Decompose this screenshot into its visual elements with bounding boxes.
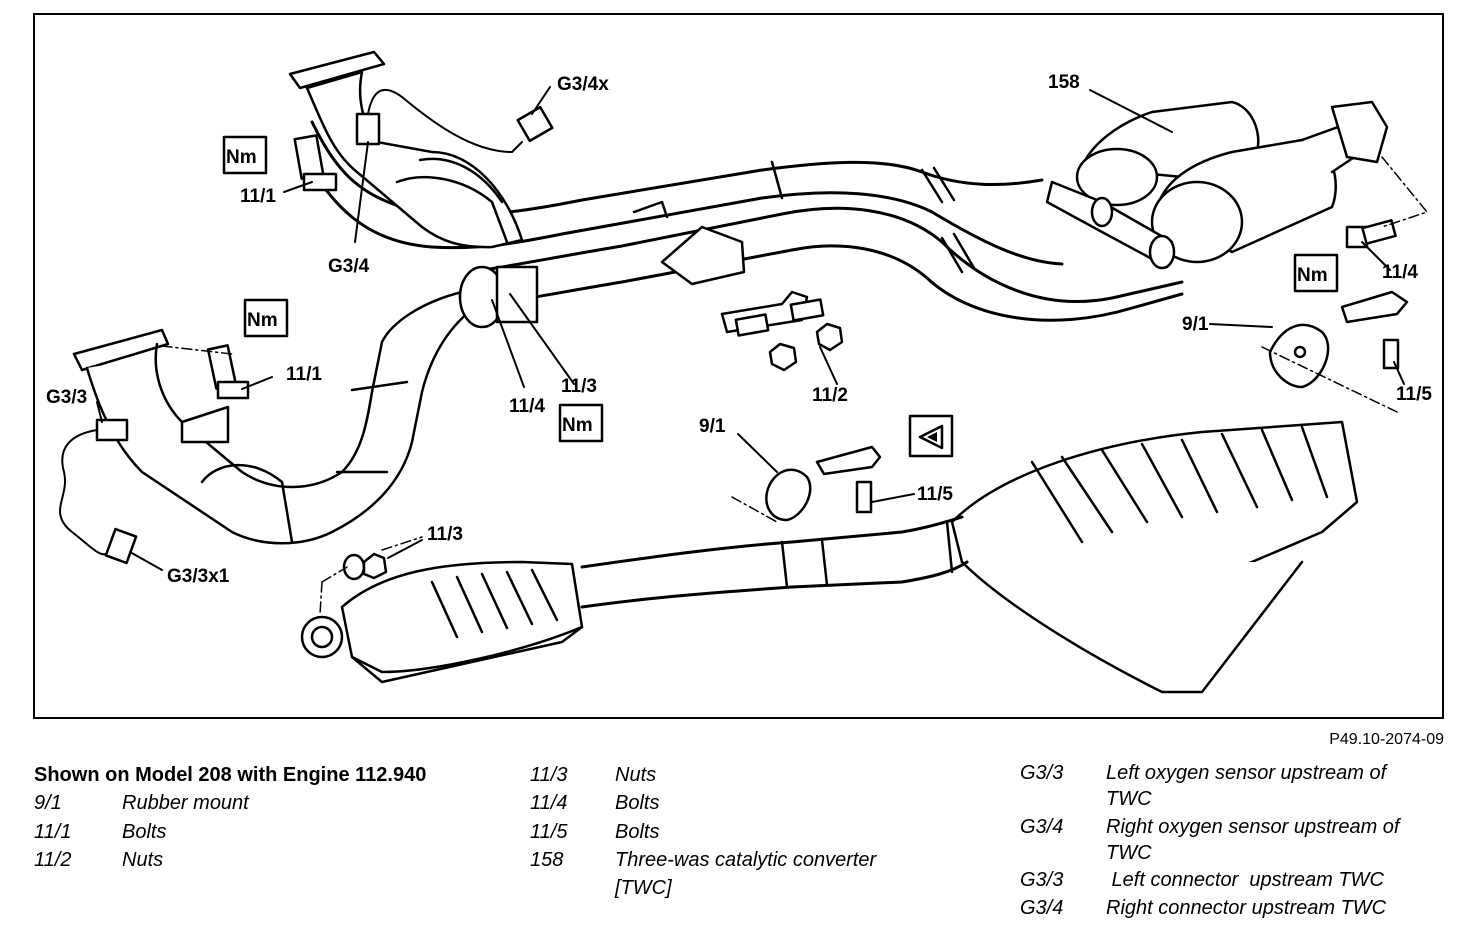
legend-code: 9/1	[34, 792, 62, 814]
callout-11-1-left: 11/1	[286, 364, 322, 385]
callout-g3-4x: G3/4x	[557, 74, 609, 95]
torque-boxes	[222, 135, 1339, 443]
nm-label-4: Nm	[1297, 265, 1328, 286]
legend-desc: Right oxygen sensor upstream of	[1106, 816, 1400, 838]
legend-desc: Bolts	[615, 792, 660, 814]
right-exhaust-pipe	[305, 120, 1184, 322]
left-oxygen-sensor	[59, 344, 250, 565]
legend-code: G3/4	[1020, 897, 1064, 919]
legend-desc-cont: [TWC]	[615, 877, 672, 899]
right-oxygen-sensor	[293, 88, 554, 192]
callout-11-5-right: 11/5	[1396, 384, 1432, 405]
legend-code: 11/5	[530, 821, 568, 843]
callout-g3-4: G3/4	[328, 256, 370, 277]
legend-desc: Left oxygen sensor upstream of	[1106, 762, 1387, 784]
callout-158: 158	[1048, 72, 1080, 93]
legend-desc: Rubber mount	[122, 792, 249, 814]
legend-code: 11/2	[34, 849, 72, 871]
callout-11-1-top: 11/1	[240, 186, 276, 207]
right-downpipe	[288, 50, 524, 249]
legend-desc: Bolts	[615, 821, 660, 843]
left-downpipe	[72, 265, 539, 545]
callout-g3-3: G3/3	[46, 387, 87, 408]
diagram-frame: G3/4x 158 Nm 11/1 G3/4 Nm 11/1 G3/3 G3/3…	[33, 13, 1444, 719]
callout-9-1-right: 9/1	[1182, 314, 1209, 335]
legend-title: Shown on Model 208 with Engine 112.940	[34, 764, 427, 786]
rubber-mount-left	[765, 445, 882, 522]
legend-code: 11/1	[34, 821, 72, 843]
nm-label-1: Nm	[226, 147, 257, 168]
legend-desc: Three-was catalytic converter	[615, 849, 877, 871]
legend-desc-cont: TWC	[1106, 788, 1152, 810]
exhaust-diagram: G3/4x 158 Nm 11/1 G3/4 Nm 11/1 G3/3 G3/3…	[46, 50, 1432, 694]
front-muffler	[300, 552, 584, 684]
legend-desc: Right connector upstream TWC	[1106, 897, 1387, 919]
legend-desc: Nuts	[122, 849, 164, 871]
callout-11-4-center: 11/4	[509, 396, 545, 417]
legend-code: G3/3	[1020, 869, 1064, 891]
callout-11-4-right: 11/4	[1382, 262, 1418, 283]
note-triangle-icon	[908, 414, 954, 458]
legend-desc: Left connector upstream TWC	[1106, 869, 1384, 891]
legend-code: G3/4	[1020, 816, 1064, 838]
callout-9-1-center: 9/1	[699, 416, 726, 437]
leader-lines	[96, 86, 1405, 571]
callout-11-5-center: 11/5	[917, 484, 953, 505]
legend-desc-cont: TWC	[1106, 842, 1152, 864]
legend-desc: Bolts	[122, 821, 167, 843]
legend-code: 158	[530, 849, 564, 871]
legend-code: G3/3	[1020, 762, 1064, 784]
callout-11-3-bottom: 11/3	[427, 524, 463, 545]
nm-label-2: Nm	[247, 310, 278, 331]
alignment-lines	[161, 156, 1428, 615]
bracket-and-nuts	[632, 200, 844, 372]
rubber-mount-right	[1268, 219, 1409, 389]
nm-label-3: Nm	[562, 415, 593, 436]
legend-code: 11/3	[530, 764, 568, 786]
callout-11-2: 11/2	[812, 385, 848, 406]
rear-muffler	[580, 420, 1359, 694]
catalytic-converter-158	[1045, 100, 1389, 270]
callout-g3-3x1: G3/3x1	[167, 566, 230, 587]
figure-code: P49.10-2074-09	[1329, 731, 1444, 748]
legend-code: 11/4	[530, 792, 568, 814]
callout-11-3-center: 11/3	[561, 376, 597, 397]
legend-desc: Nuts	[615, 764, 657, 786]
